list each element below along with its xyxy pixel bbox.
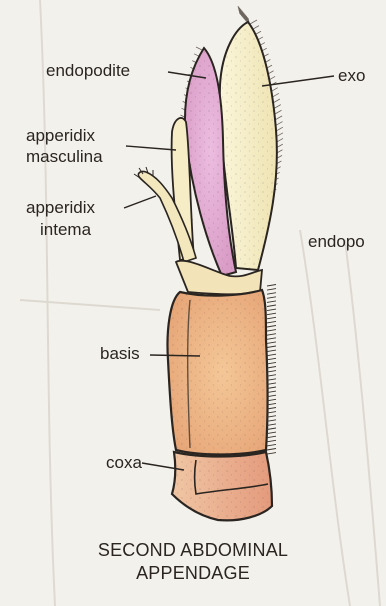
label-endopodite: endopodite	[46, 61, 130, 80]
seta	[267, 330, 276, 332]
seta	[276, 122, 283, 126]
label-appendix-interna-line1: apperidix	[26, 198, 95, 217]
seta	[267, 334, 276, 336]
seta	[267, 424, 276, 426]
seta	[267, 285, 276, 287]
seta	[267, 309, 276, 311]
seta	[250, 20, 257, 24]
seta	[267, 326, 276, 328]
seta	[267, 297, 276, 299]
seta	[274, 105, 281, 109]
seta	[267, 346, 276, 348]
seta	[267, 305, 276, 307]
seta	[267, 444, 276, 446]
seta	[267, 367, 276, 369]
label-appendix-masculina-line2: masculina	[26, 147, 103, 166]
caption-line1: SECOND ABDOMINAL	[0, 540, 386, 561]
seta	[267, 321, 276, 323]
seta	[267, 293, 276, 295]
seta	[267, 432, 276, 434]
seta	[267, 338, 276, 340]
seta	[267, 358, 276, 360]
seta	[267, 354, 276, 356]
seta	[267, 449, 276, 451]
leader-appendix-masculina	[126, 146, 176, 150]
seta	[267, 440, 276, 442]
basis-stipple	[168, 290, 268, 455]
caption-line2: APPENDAGE	[0, 563, 386, 584]
leader-basis	[150, 355, 200, 356]
leader-appendix-interna	[124, 196, 156, 208]
label-basis: basis	[100, 344, 140, 363]
seta	[275, 116, 282, 120]
seta	[267, 436, 276, 438]
seta	[267, 317, 276, 319]
seta	[275, 110, 282, 114]
seta	[267, 362, 276, 364]
label-endopodite-partial: endopo	[308, 232, 365, 251]
label-appendix-interna-line2: intema	[40, 220, 91, 239]
label-exopodite: exo	[338, 66, 365, 85]
label-coxa: coxa	[106, 453, 142, 472]
seta	[267, 350, 276, 352]
seta	[267, 428, 276, 430]
seta	[267, 313, 276, 315]
seta	[267, 342, 276, 344]
seta	[267, 453, 276, 455]
setae-basis	[267, 285, 276, 455]
seta	[267, 289, 276, 291]
seta	[196, 47, 202, 50]
label-appendix-masculina-line1: apperidix	[26, 126, 95, 145]
seta	[267, 371, 276, 373]
seta	[267, 301, 276, 303]
